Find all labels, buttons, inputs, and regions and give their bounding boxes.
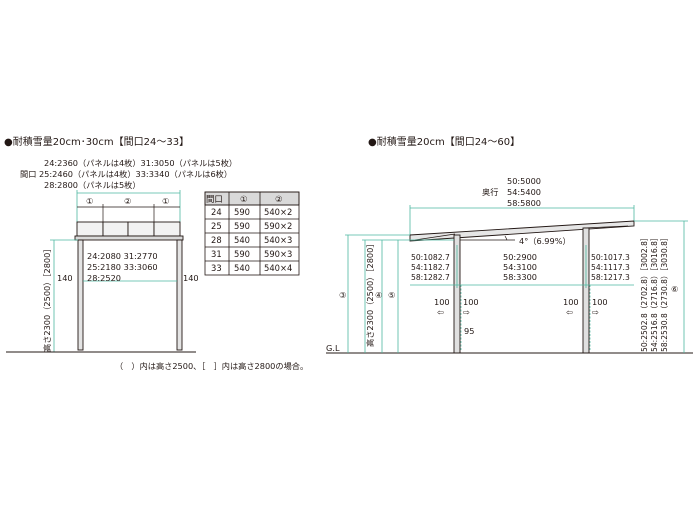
post-width-dimensions [460, 285, 591, 350]
left-panel-dimension [77, 204, 180, 222]
left-dim-140-right: 140 [183, 273, 199, 283]
offset-arrow-left-b: ⇦ [566, 307, 573, 317]
left-posts [77, 239, 183, 351]
depth-label: 奥行 [482, 187, 498, 197]
slope-angle: 4°（6.99%） [519, 236, 571, 246]
left-roof [74, 221, 184, 241]
dim-95: 95 [464, 326, 474, 336]
left-title: ●耐積雪量20cm･30cm【間口24～33】 [4, 135, 189, 148]
table-cell: 33 [211, 263, 222, 273]
right-title: ●耐積雪量20cm【間口24～60】 [368, 135, 520, 148]
offset-100-right-a: 100 [463, 297, 479, 307]
table-cell: 590×3 [264, 249, 292, 259]
panel-width-table [204, 191, 300, 276]
table-cell: 28 [211, 235, 222, 245]
depth-row-2: 54:5400 [507, 187, 541, 197]
left-height-dimension [50, 239, 78, 352]
right-height-dimensions [345, 234, 454, 353]
height-mark-4: ④ [375, 290, 382, 300]
left-inner-row-2: 25:2180 33:3060 [87, 262, 158, 272]
table-cell: 25 [211, 221, 222, 231]
table-cell: 590 [234, 207, 250, 217]
right-height-label: 高さ2300（2500）［2800］ [365, 239, 375, 347]
table-cell: 590 [234, 221, 250, 231]
right-height-row-2: 54:2516.8（2716.8）［3016.8］ [650, 233, 659, 352]
depth-row-1: 50:5000 [507, 176, 541, 186]
panel-mark-1: ① [86, 196, 93, 206]
height-footnote: （ ）内は高さ2500、［ ］内は高さ2800の場合。 [115, 361, 308, 371]
right-overhang-2: 54:1117.3 [591, 263, 630, 272]
depth-dimension [409, 205, 635, 240]
span-dimension [410, 245, 634, 288]
table-header-width: 間口 [206, 194, 223, 204]
table-cell: 540×2 [264, 207, 292, 217]
left-height-label: 高さ2300（2500）［2800］ [42, 244, 52, 352]
offset-100-left-b: 100 [563, 297, 579, 307]
table-cell: 24 [211, 207, 222, 217]
left-overhang-3: 58:1282.7 [411, 273, 450, 282]
table-header-1: ① [240, 194, 248, 204]
offset-arrow-right-b: ⇨ [592, 307, 599, 317]
left-spec-row-1: 24:2360（パネルは4枚）31:3050（パネルは5枚） [44, 158, 237, 168]
sloped-roof [409, 220, 635, 242]
right-side-height-dimension [634, 220, 688, 353]
left-overhang-1: 50:1082.7 [411, 253, 450, 262]
offset-arrow-left-a: ⇦ [437, 307, 444, 317]
span-1: 50:2900 [503, 252, 537, 262]
depth-row-3: 58:5800 [507, 198, 541, 208]
table-cell: 590×2 [264, 221, 292, 231]
height-mark-5: ⑤ [388, 290, 395, 300]
offset-100-left-a: 100 [434, 297, 450, 307]
span-3: 58:3300 [503, 272, 537, 282]
table-cell: 540×3 [264, 235, 292, 245]
panel-mark-3: ① [162, 196, 169, 206]
table-cell: 590 [234, 249, 250, 259]
left-inner-row-3: 28:2520 [87, 273, 121, 283]
table-cell: 540×4 [264, 263, 292, 273]
left-spec-row-3: 28:2800（パネルは5枚） [44, 180, 141, 190]
table-header-2: ② [275, 194, 283, 204]
table-cell: 31 [211, 249, 222, 259]
ground-level-label: G.L [326, 343, 340, 353]
table-cell: 540 [234, 263, 250, 273]
offset-arrow-right-a: ⇨ [463, 307, 470, 317]
left-inner-row-1: 24:2080 31:2770 [87, 251, 158, 261]
offset-100-right-b: 100 [592, 297, 608, 307]
right-overhang-3: 58:1217.3 [591, 273, 630, 282]
span-2: 54:3100 [503, 262, 537, 272]
slope-indicator [460, 235, 515, 241]
right-overhang-1: 50:1017.3 [591, 253, 630, 262]
height-mark-6: ⑥ [671, 284, 678, 294]
table-cell: 540 [234, 235, 250, 245]
right-height-row-1: 50:2502.8（2702.8）［3002.8］ [640, 233, 649, 352]
left-overhang-2: 54:1182.7 [411, 263, 450, 272]
left-width-dimension [76, 190, 181, 222]
left-spec-row-2: 間口 25:2460（パネルは4枚）33:3340（パネルは6枚） [20, 169, 232, 179]
right-height-row-3: 58:2530.8（2730.8）［3030.8］ [660, 233, 669, 352]
panel-mark-2: ② [124, 196, 131, 206]
height-mark-3: ③ [339, 290, 346, 300]
left-dim-140-left: 140 [57, 273, 73, 283]
